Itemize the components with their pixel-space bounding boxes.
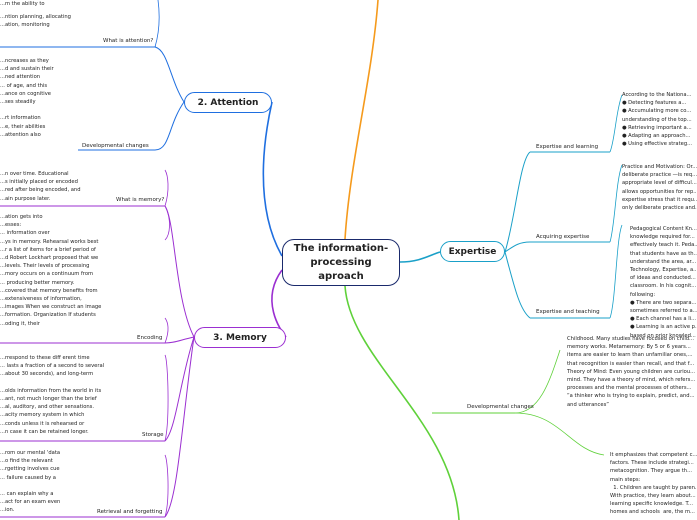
memory-encoding-label[interactable]: Encoding [137,335,163,341]
expertise-acquiring-text: Practice and Motivation: Or... deliberat… [622,164,697,212]
memory-storage-label[interactable]: Storage [142,432,164,438]
metacognition-second-text: It emphasizes that competent c... factor… [610,452,697,516]
attention-dev-label[interactable]: Developmental changes [82,143,149,149]
memory-what-label[interactable]: What is memory? [116,197,165,203]
central-topic-title: The information-processing aproach [293,242,389,282]
memory-what-text: ...n over time. Educational ...s initial… [0,171,81,202]
attention-what-label[interactable]: What is attention? [103,38,154,44]
expertise-node[interactable]: Expertise [440,241,505,262]
memory-node[interactable]: 3. Memory [194,327,286,348]
expertise-acquiring-label[interactable]: Acquiring expertise [536,234,590,240]
metacognition-dev-text: Childhood. Many studies have focused on … [567,336,696,408]
expertise-node-title: Expertise [448,246,497,257]
attention-top-fragment-1: ...m the ability to [0,1,45,7]
memory-retrieval-text: ...rom our mental 'data ...o find the re… [0,450,61,514]
memory-node-title: 3. Memory [213,332,267,343]
expertise-learning-label[interactable]: Expertise and learning [536,144,599,150]
expertise-teaching-text: Pedagogical Content Kn... knowledge requ… [630,226,697,339]
memory-storage-text: ...rrespond to these diff erent time ...… [0,355,105,435]
attention-top-fragment-2: ...ntion planning, allocating ...ation, … [0,14,71,29]
attention-node[interactable]: 2. Attention [184,92,272,113]
attention-dev-text: ...ncreases as they ...d and sustain the… [0,58,54,138]
memory-retrieval-label[interactable]: Retrieval and forgetting [97,509,163,515]
metacognition-dev-label[interactable]: Developmental changes [467,404,534,410]
central-topic[interactable]: The information-processing aproach [282,239,400,286]
expertise-learning-text: According to the Nationa... ● Detecting … [622,92,693,148]
attention-node-title: 2. Attention [197,97,259,108]
memory-encoding-text: ...ation gets into ...esses: ... informa… [0,214,102,327]
expertise-teaching-label[interactable]: Expertise and teaching [536,309,600,315]
